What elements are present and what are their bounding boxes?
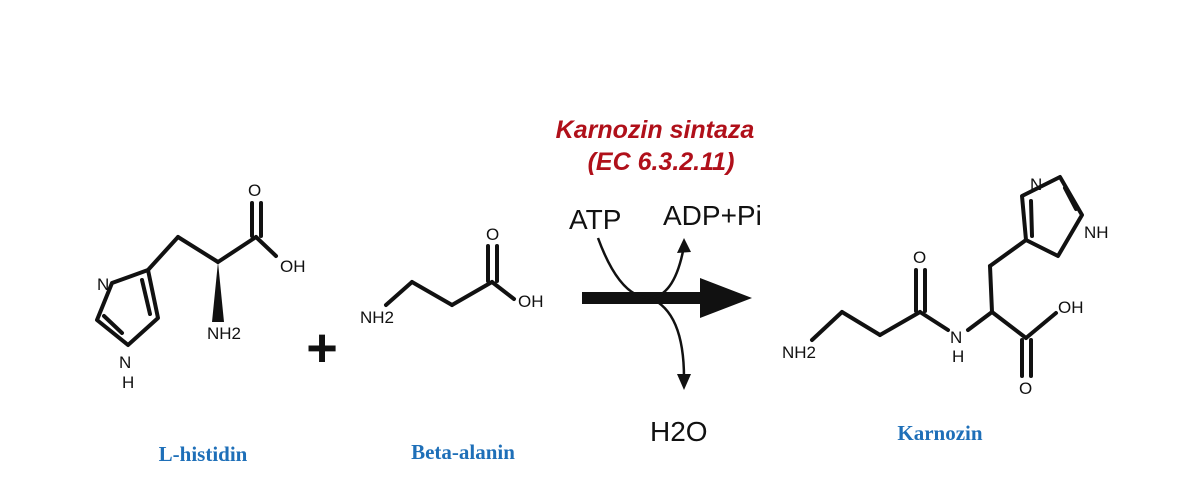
alanine-atom-nh2: NH2 bbox=[360, 308, 394, 327]
l-histidin-structure: O OH NH2 N N H bbox=[95, 181, 306, 392]
carnosine-bond-1 bbox=[810, 310, 844, 342]
plus-sign: + bbox=[306, 318, 338, 378]
histidine-ring bbox=[95, 268, 160, 347]
carnosine-ring-double-bond bbox=[1029, 199, 1034, 238]
histidine-chain-bond-1 bbox=[146, 235, 180, 272]
l-histidin-name: L-histidin bbox=[159, 442, 248, 466]
carnosine-atom-h: H bbox=[952, 347, 964, 366]
histidine-oh-bond bbox=[254, 235, 278, 258]
beta-alanin-name: Beta-alanin bbox=[411, 440, 515, 464]
adp-pi-label: ADP+Pi bbox=[663, 200, 762, 231]
atp-label: ATP bbox=[569, 204, 621, 235]
carnosine-bond-3 bbox=[878, 310, 922, 337]
alanine-bond-1 bbox=[384, 280, 414, 307]
atp-curve bbox=[596, 237, 686, 300]
water-curve bbox=[649, 296, 686, 379]
alanine-bond-3 bbox=[450, 280, 494, 307]
carnosine-amide-bond bbox=[918, 310, 950, 332]
carnosine-ring-double-bond-2 bbox=[1063, 186, 1078, 211]
carnosine-atom-oh: OH bbox=[1058, 298, 1084, 317]
carnosine-nh-bond bbox=[966, 310, 994, 332]
histidine-atom-n-top: N bbox=[97, 275, 109, 294]
alanine-oh-bond bbox=[490, 280, 516, 301]
alanine-atom-o: O bbox=[486, 225, 499, 244]
carnosine-side-chain-2 bbox=[988, 238, 1028, 268]
alanine-bond-2 bbox=[410, 280, 454, 307]
histidine-atom-h: H bbox=[122, 373, 134, 392]
water-arrow-head bbox=[677, 374, 691, 390]
carnosine-bond-2 bbox=[840, 310, 882, 337]
enzyme-ec-number: (EC 6.3.2.11) bbox=[588, 148, 735, 176]
karnozin-structure: NH2 O N H N NH OH O bbox=[782, 175, 1109, 398]
carnosine-atom-ring-n: N bbox=[1030, 175, 1042, 194]
enzyme-label: Karnozin sintaza (EC 6.3.2.11) bbox=[556, 116, 755, 176]
beta-alanin-structure: NH2 O OH bbox=[360, 225, 544, 327]
histidine-wedge-bond bbox=[212, 262, 224, 322]
carnosine-carboxyl-bond bbox=[990, 310, 1028, 340]
carnosine-oh-bond bbox=[1024, 311, 1058, 340]
adp-arrow-head bbox=[677, 238, 691, 253]
carnosine-atom-ring-nh: NH bbox=[1084, 223, 1109, 242]
histidine-chain-bond-2 bbox=[176, 235, 220, 264]
reaction-arrow: ATP ADP+Pi H2O bbox=[569, 200, 762, 447]
carnosine-atom-nh2: NH2 bbox=[782, 343, 816, 362]
water-label: H2O bbox=[650, 416, 708, 447]
histidine-ring-double-bond bbox=[140, 278, 152, 316]
alanine-atom-oh: OH bbox=[518, 292, 544, 311]
histidine-atom-nh2: NH2 bbox=[207, 324, 241, 343]
histidine-atom-n-bottom: N bbox=[119, 353, 131, 372]
karnozin-name: Karnozin bbox=[897, 421, 982, 445]
main-arrow-head bbox=[700, 278, 752, 318]
histidine-carboxyl-bond bbox=[216, 235, 258, 264]
histidine-atom-o: O bbox=[248, 181, 261, 200]
carnosine-atom-n: N bbox=[950, 328, 962, 347]
histidine-atom-oh: OH bbox=[280, 257, 306, 276]
carnosine-side-chain-1 bbox=[988, 264, 994, 314]
enzyme-name: Karnozin sintaza bbox=[556, 116, 755, 144]
carnosine-atom-o-top: O bbox=[913, 248, 926, 267]
carnosine-atom-o-bottom: O bbox=[1019, 379, 1032, 398]
histidine-ring-double-bond-2 bbox=[102, 314, 124, 335]
